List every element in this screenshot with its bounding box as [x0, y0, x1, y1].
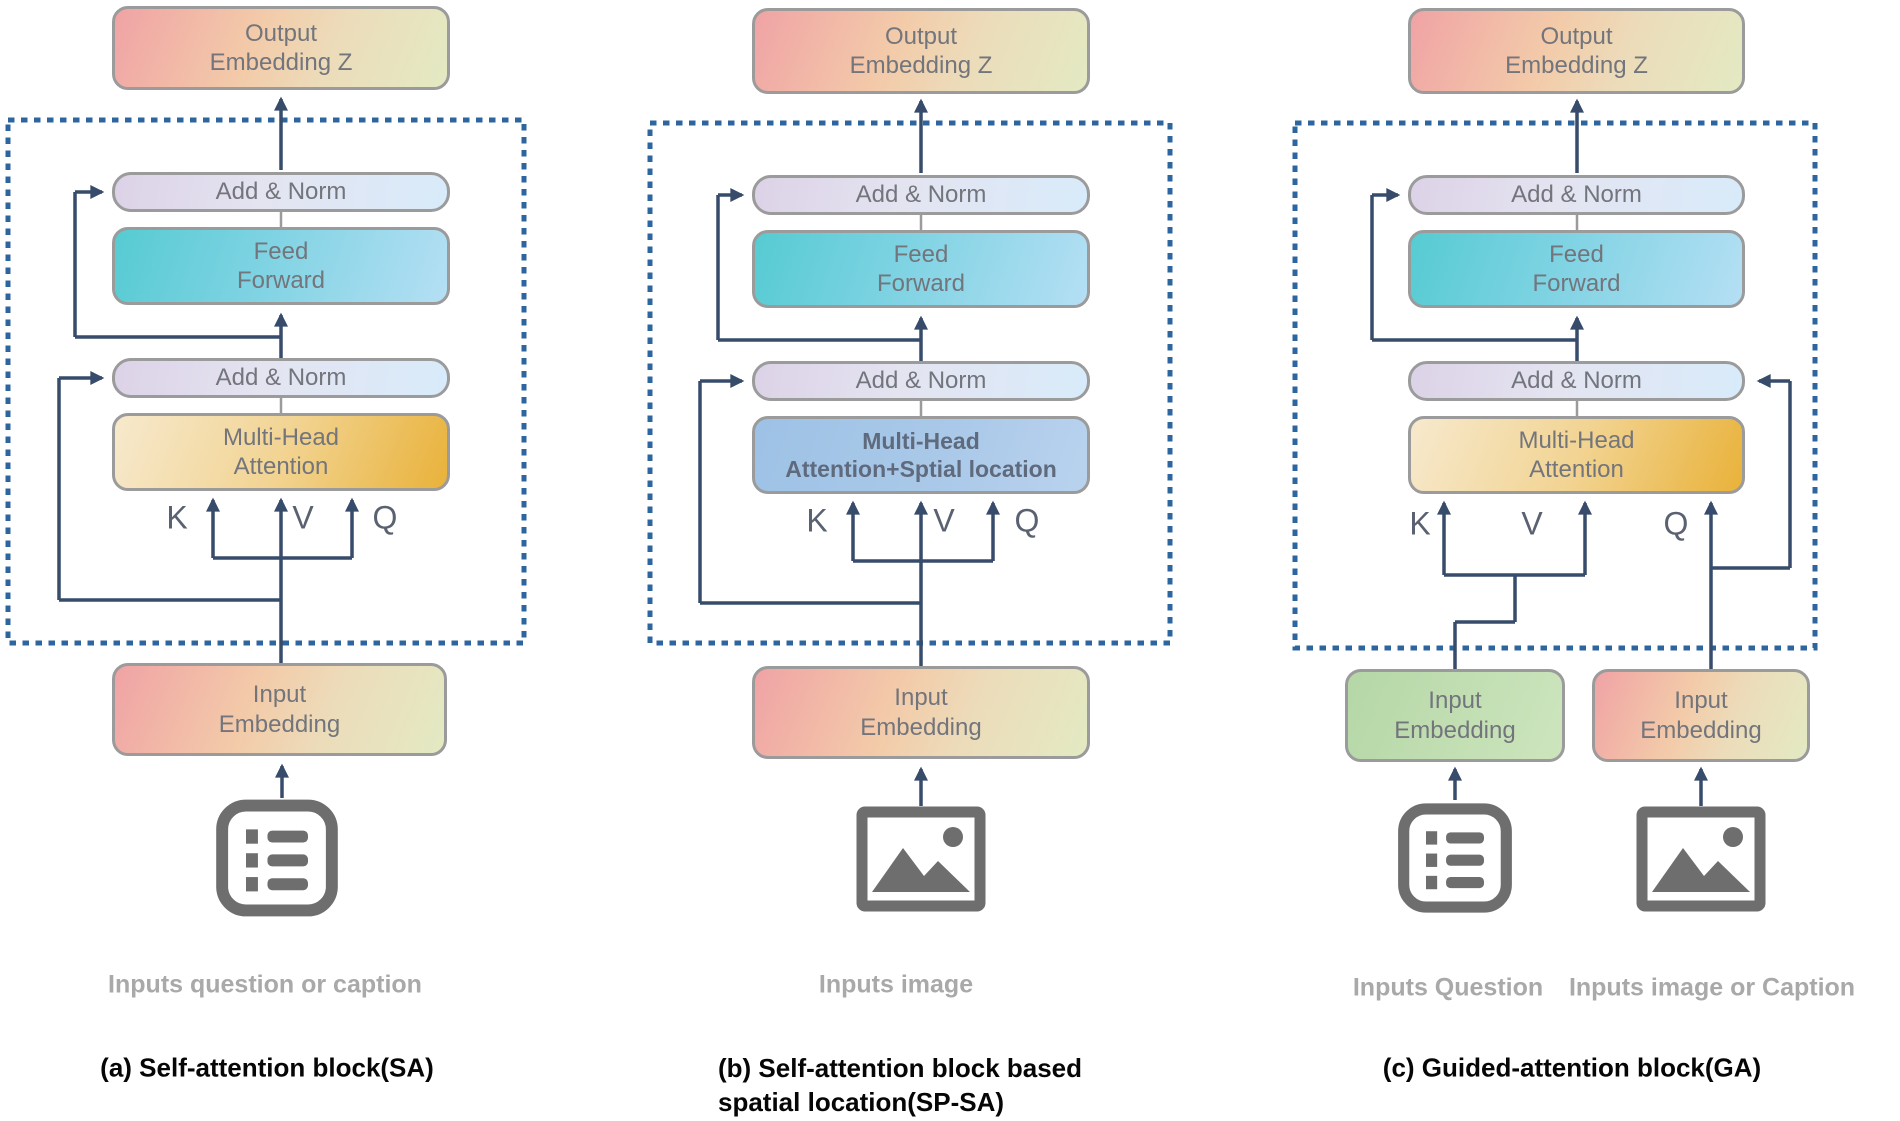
panel-c-wires	[1370, 98, 1792, 806]
panel-b-wires	[698, 98, 1000, 806]
panel-a-wires	[57, 96, 359, 798]
add-norm-label: Add & Norm	[215, 178, 347, 206]
k-label: K	[166, 499, 188, 536]
attention-label: Multi-Head	[1518, 426, 1635, 454]
input-embedding-question-box: Input Embedding	[1345, 669, 1565, 762]
panel-b-title: (b) Self-attention block based spatial l…	[718, 1051, 1082, 1119]
add-norm-bottom-box: Add & Norm	[752, 361, 1090, 401]
feed-forward-label: Forward	[236, 267, 326, 294]
add-norm-bottom-box: Add & Norm	[1408, 361, 1745, 401]
input-embedding-image-box: Input Embedding	[1592, 669, 1810, 762]
input-embedding-box: Input Embedding	[752, 666, 1090, 759]
v-label: V	[933, 502, 955, 539]
feed-forward-box: Feed Forward	[752, 230, 1090, 308]
input-label: Input	[1428, 687, 1482, 715]
attention-label: Attention+Sptial location	[785, 456, 1057, 482]
output-embedding-box: Output Embedding Z	[112, 6, 450, 90]
input-embedding-box: Input Embedding	[112, 663, 447, 756]
input-label: Embedding	[1640, 716, 1762, 744]
input-image-caption: Inputs image or Caption	[1568, 973, 1856, 1002]
input-label: Input	[894, 684, 948, 712]
add-norm-top-box: Add & Norm	[752, 175, 1090, 215]
output-embedding-box: Output Embedding Z	[1408, 8, 1745, 94]
attention-label: Multi-Head	[862, 427, 980, 454]
attention-label: Attention	[233, 453, 329, 480]
q-label: Q	[1014, 502, 1040, 539]
input-label: Input	[1674, 687, 1728, 715]
dotted-region-b	[647, 120, 1173, 646]
panel-b-title-line2: spatial location(SP-SA)	[718, 1087, 1005, 1117]
panel-b-title-line1: (b) Self-attention block based	[718, 1053, 1083, 1083]
output-embedding-box: Output Embedding Z	[752, 8, 1090, 94]
feed-forward-label: Feed	[253, 237, 309, 265]
input-caption: Inputs question or caption	[108, 970, 422, 999]
multi-head-attention-box: Multi-Head Attention	[1408, 416, 1745, 494]
add-norm-top-box: Add & Norm	[112, 172, 450, 212]
feed-forward-label: Feed	[1549, 240, 1604, 268]
output-label: Output	[1540, 22, 1613, 50]
output-label: Output	[884, 22, 958, 50]
attention-label: Multi-Head	[222, 423, 340, 451]
k-label: K	[1409, 505, 1431, 542]
output-label: Embedding Z	[209, 49, 353, 76]
k-label: K	[806, 502, 828, 539]
v-label: V	[1521, 505, 1543, 542]
input-label: Input	[252, 681, 307, 709]
add-norm-label: Add & Norm	[855, 367, 987, 395]
feed-forward-box: Feed Forward	[112, 227, 450, 305]
image-icon	[856, 806, 986, 912]
input-caption: Inputs image	[818, 970, 974, 999]
output-label: Output	[244, 19, 318, 47]
multi-head-attention-box: Multi-Head Attention	[112, 413, 450, 491]
feed-forward-label: Feed	[893, 240, 949, 268]
input-question-caption: Inputs Question	[1352, 973, 1544, 1002]
add-norm-label: Add & Norm	[1511, 181, 1642, 209]
v-label: V	[292, 499, 314, 536]
dotted-region-c	[1292, 120, 1818, 651]
list-icon	[215, 798, 339, 918]
add-norm-label: Add & Norm	[1511, 367, 1642, 395]
image-icon	[1636, 806, 1766, 912]
list-icon	[1397, 800, 1513, 916]
input-label: Embedding	[860, 713, 982, 741]
add-norm-label: Add & Norm	[855, 181, 987, 209]
output-label: Embedding Z	[849, 52, 993, 79]
attention-label: Attention	[1529, 456, 1624, 483]
panel-a-title: (a) Self-attention block(SA)	[100, 1052, 434, 1083]
add-norm-bottom-box: Add & Norm	[112, 358, 450, 398]
feed-forward-label: Forward	[1532, 270, 1621, 297]
q-label: Q	[372, 499, 398, 536]
add-norm-top-box: Add & Norm	[1408, 175, 1745, 215]
multi-head-attention-spatial-box: Multi-Head Attention+Sptial location	[752, 416, 1090, 494]
add-norm-label: Add & Norm	[215, 364, 347, 392]
input-label: Embedding	[218, 710, 341, 738]
feed-forward-box: Feed Forward	[1408, 230, 1745, 308]
feed-forward-label: Forward	[876, 270, 966, 297]
q-label: Q	[1663, 505, 1689, 542]
output-label: Embedding Z	[1505, 52, 1648, 79]
input-label: Embedding	[1394, 716, 1516, 744]
panel-c-title: (c) Guided-attention block(GA)	[1382, 1052, 1762, 1083]
